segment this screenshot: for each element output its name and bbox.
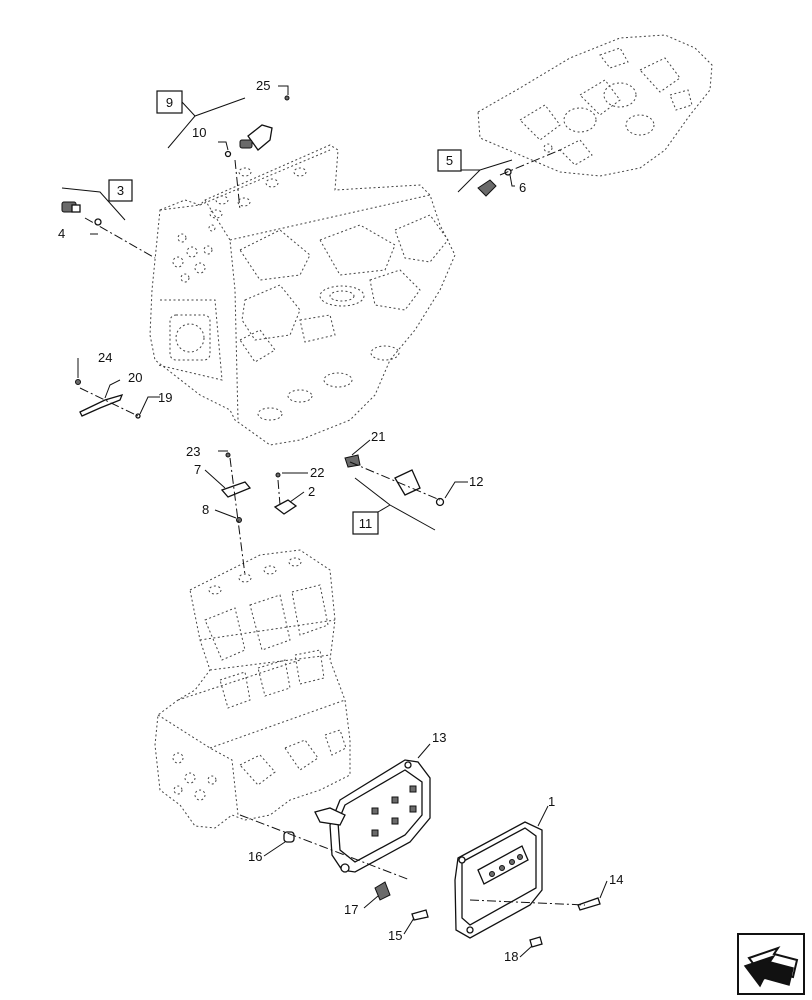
callout-19: 19 [158,390,172,405]
callout-7: 7 [194,462,201,477]
svg-text:5: 5 [446,153,453,168]
callout-18: 18 [504,949,518,964]
ecm-mounting-plate [314,759,431,873]
callout-12: 12 [469,474,483,489]
callout-20: 20 [128,370,142,385]
callout-22: 22 [310,465,324,480]
fasteners [283,831,601,948]
ecm-module [454,821,543,939]
group-brackets [61,97,513,531]
temperature-sensor-3 [61,201,102,226]
previous-arrow-icon[interactable] [737,933,805,995]
callout-21: 21 [371,429,385,444]
leader-lines [77,85,608,958]
callout-16: 16 [248,849,262,864]
svg-text:9: 9 [166,95,173,110]
upper-engine-block [149,144,456,446]
callout-1: 1 [548,794,555,809]
callout-17: 17 [344,902,358,917]
pressure-sensor-5 [477,168,512,197]
callout-15: 15 [388,928,402,943]
speed-sensor-9 [224,95,290,158]
svg-text:11: 11 [359,516,373,531]
callout-10: 10 [192,125,206,140]
boxed-callout-9: 9 [156,90,183,114]
callout-8: 8 [202,502,209,517]
boxed-callout-3: 3 [108,179,133,202]
callout-25: 25 [256,78,270,93]
boxed-callout-5: 5 [437,149,462,172]
bracket-7 [220,452,252,523]
callout-labels: 25 10 4 6 24 20 19 21 23 7 22 12 2 8 13 … [58,78,623,964]
bracket-2 [273,472,298,515]
callout-2: 2 [308,484,315,499]
valve-cover [477,34,713,177]
svg-text:3: 3 [117,183,124,198]
callout-23: 23 [186,444,200,459]
lower-engine-block [154,549,351,829]
boxed-callout-11: 11 [352,511,379,535]
callout-4: 4 [58,226,65,241]
callout-6: 6 [519,180,526,195]
callout-13: 13 [432,730,446,745]
harness-clip-20 [75,379,141,419]
callout-24: 24 [98,350,112,365]
callout-14: 14 [609,872,623,887]
